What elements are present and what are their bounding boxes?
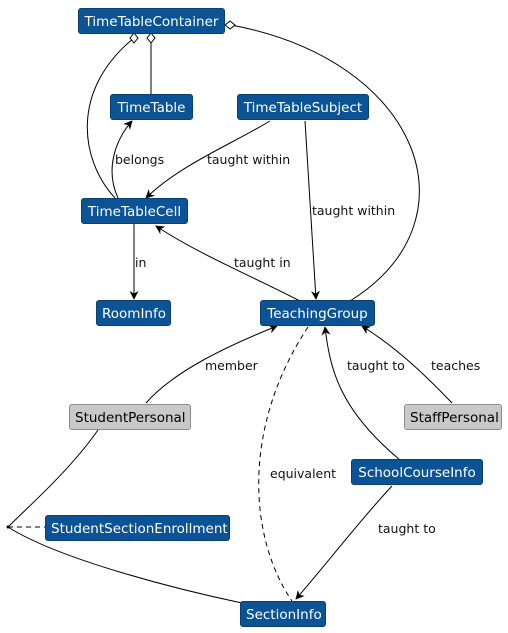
node-timetable-cell[interactable]: TimeTableCell xyxy=(81,198,188,224)
edge-label-taught-to-section: taught to xyxy=(378,521,436,536)
node-room-info[interactable]: RoomInfo xyxy=(96,300,171,326)
edge-group-cell xyxy=(155,225,301,302)
edge-label-taught-in: taught in xyxy=(234,255,291,270)
edge-label-belongs: belongs xyxy=(115,152,165,167)
edge-label-equivalent: equivalent xyxy=(270,466,337,481)
edge-container-group xyxy=(230,24,420,302)
node-timetable[interactable]: TimeTable xyxy=(110,94,193,120)
edge-course-group xyxy=(321,326,401,461)
edge-course-section xyxy=(295,485,393,600)
node-school-course-info[interactable]: SchoolCourseInfo xyxy=(351,459,483,485)
aggregation-diamond xyxy=(224,20,236,30)
node-timetable-container[interactable]: TimeTableContainer xyxy=(78,8,225,34)
edge-staff-group xyxy=(361,325,453,404)
node-staff-personal[interactable]: StaffPersonal xyxy=(404,404,502,430)
edge-student-section xyxy=(7,429,243,604)
edge-label-taught-within-cell: taught within xyxy=(207,152,291,167)
edge-label-taught-within-group: taught within xyxy=(312,203,396,218)
node-student-personal[interactable]: StudentPersonal xyxy=(69,404,191,430)
node-timetable-subject[interactable]: TimeTableSubject xyxy=(237,94,369,120)
edge-group-section xyxy=(258,326,309,602)
aggregation-diamond xyxy=(129,32,139,44)
association-point xyxy=(6,525,10,529)
edge-label-member: member xyxy=(205,358,258,373)
edge-label-teaches: teaches xyxy=(431,358,481,373)
edge-container-cell xyxy=(86,37,135,199)
node-teaching-group[interactable]: TeachingGroup xyxy=(260,300,375,326)
edge-subject-cell xyxy=(145,120,271,199)
edge-label-taught-to-group: taught to xyxy=(347,358,405,373)
node-student-section-enrollment[interactable]: StudentSectionEnrollment xyxy=(45,515,230,541)
edge-subject-group xyxy=(304,120,320,300)
edge-cell-timetable xyxy=(111,120,133,199)
edge-student-group xyxy=(145,324,278,404)
aggregation-diamond xyxy=(146,32,156,44)
edge-label-in: in xyxy=(135,255,147,270)
node-section-info[interactable]: SectionInfo xyxy=(240,601,326,627)
